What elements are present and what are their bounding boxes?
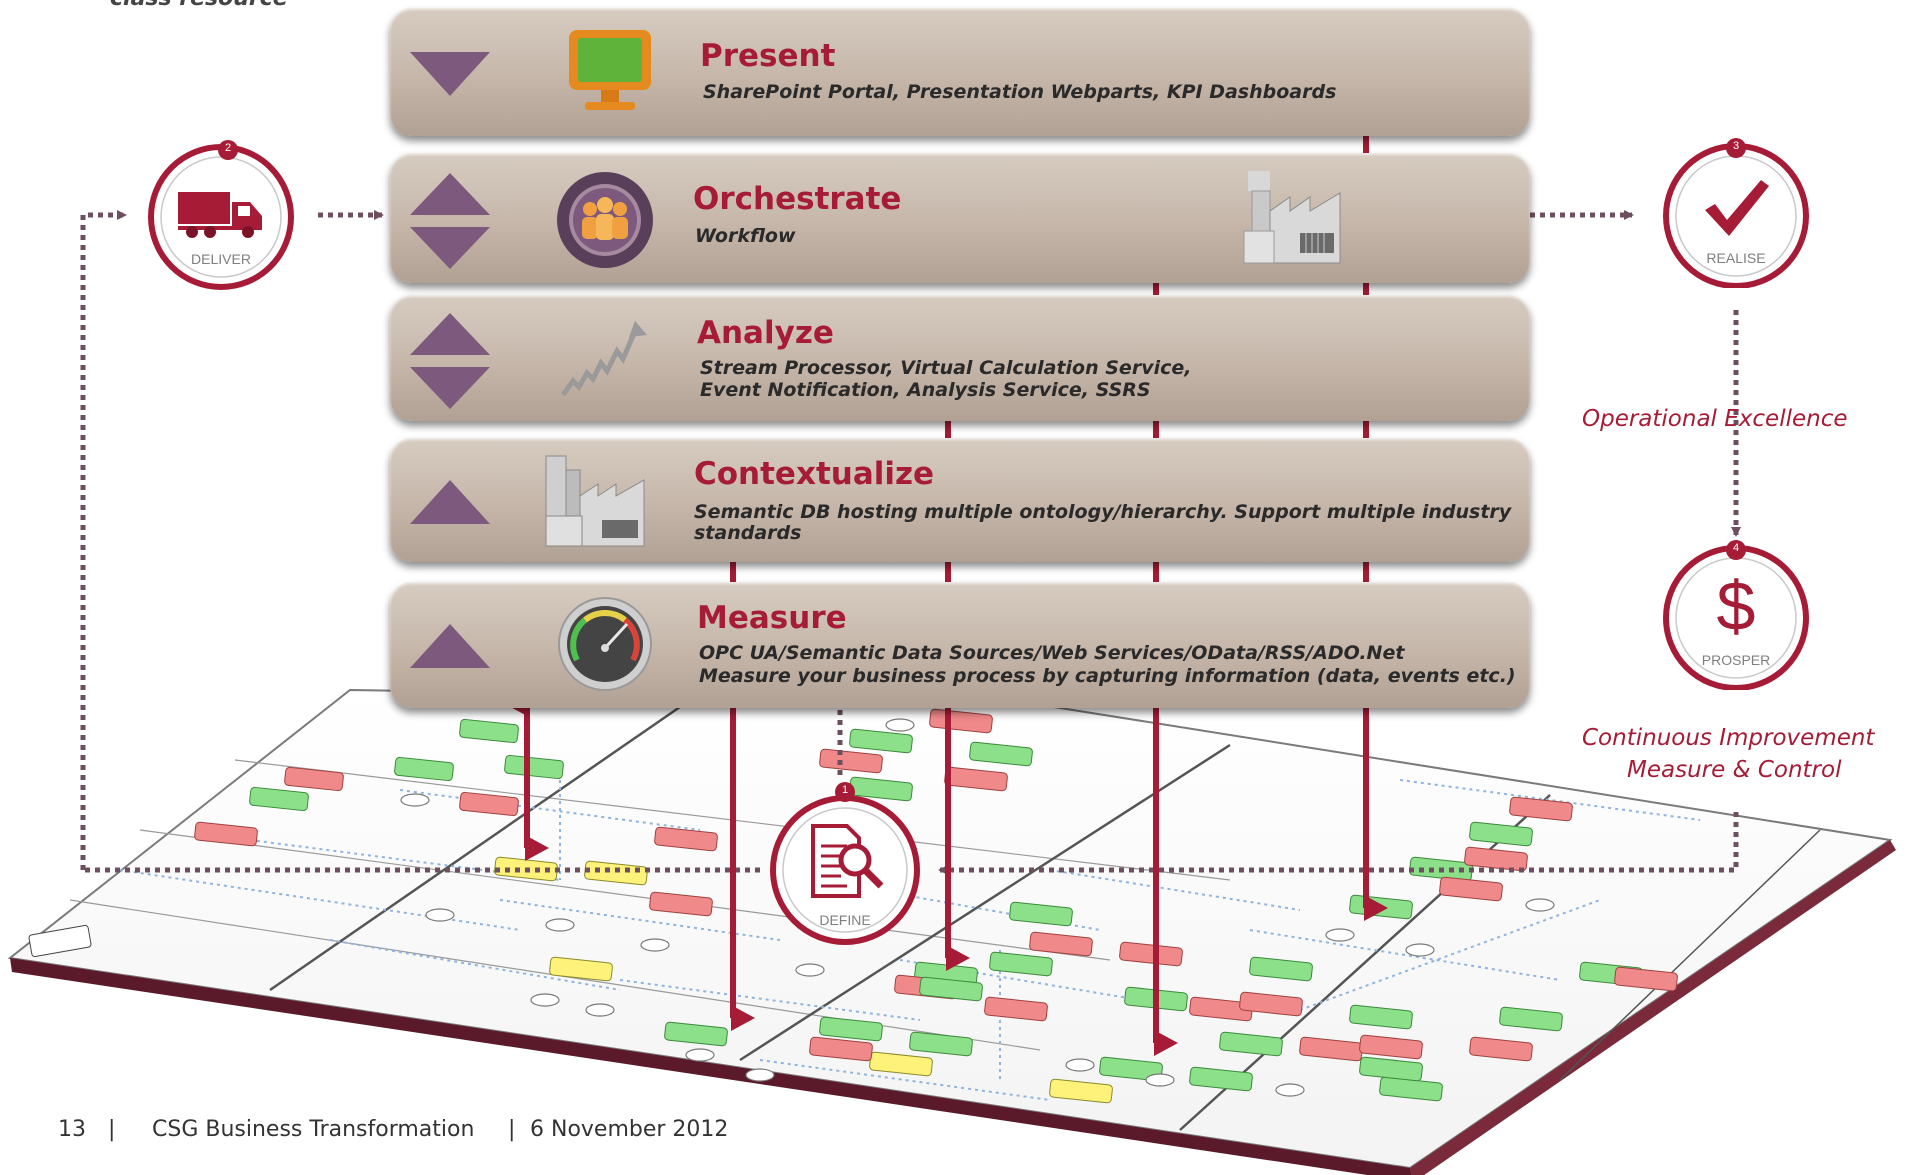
header-fragment: class resource — [110, 0, 288, 11]
people-cycle-icon — [557, 172, 653, 268]
footer-title: CSG Business Transformation — [152, 1117, 475, 1142]
layer-orchestrate: Orchestrate Workflow — [390, 153, 1530, 283]
up-arrow-icon — [410, 480, 490, 524]
measure-control-label: Measure & Control — [1627, 757, 1842, 783]
footer-date: 6 November 2012 — [530, 1117, 729, 1142]
stage-number: 2 — [224, 142, 232, 154]
layer-description-line: OPC UA/Semantic Data Sources/Web Service… — [699, 642, 1405, 664]
layer-title: Analyze — [697, 315, 834, 351]
gauge-icon — [558, 597, 652, 691]
trend-chart-icon — [560, 321, 647, 397]
document-search-icon — [811, 824, 884, 898]
operational-excellence-label: Operational Excellence — [1582, 406, 1848, 432]
continuous-improvement-label: Continuous Improvement — [1582, 725, 1875, 751]
layer-description-line: standards — [694, 522, 802, 544]
up-down-arrows-icon — [410, 313, 490, 409]
stage-realise: 3 REALISE — [1661, 138, 1811, 288]
layer-title: Contextualize — [694, 456, 935, 492]
footer-separator: | — [108, 1117, 116, 1142]
up-arrow-icon — [410, 624, 490, 668]
layer-description-line: Measure your business process by capturi… — [699, 665, 1516, 687]
stage-deliver: 2 DELIVER — [146, 140, 296, 290]
layer-description-line: Stream Processor, Virtual Calculation Se… — [700, 357, 1192, 379]
process-map-plane — [7, 688, 1896, 1175]
dollar-icon: $ — [1716, 567, 1756, 645]
stage-number: 3 — [1732, 140, 1740, 152]
layer-title: Orchestrate — [693, 181, 902, 217]
factory-icon — [545, 455, 645, 547]
footer-page-number: 13 — [58, 1117, 86, 1142]
stage-prosper: 4 $ PROSPER — [1661, 540, 1811, 690]
layer-description: SharePoint Portal, Presentation Webparts… — [703, 81, 1337, 103]
layer-title: Measure — [697, 600, 847, 636]
layer-description-line: Semantic DB hosting multiple ontology/hi… — [694, 501, 1512, 523]
truck-icon — [178, 192, 262, 238]
stage-label: PROSPER — [1701, 652, 1771, 668]
stage-label: REALISE — [1706, 250, 1766, 266]
layer-measure: Measure OPC UA/Semantic Data Sources/Web… — [390, 582, 1530, 708]
stage-define: 1 DEFINE — [765, 782, 925, 952]
stage-label: DELIVER — [191, 251, 251, 267]
layer-description: Workflow — [695, 225, 796, 247]
layer-analyze: Analyze Stream Processor, Virtual Calcul… — [390, 295, 1530, 421]
stage-label: DEFINE — [819, 912, 871, 928]
monitor-icon — [569, 30, 651, 110]
footer-separator: | — [508, 1117, 516, 1142]
down-arrow-icon — [410, 52, 490, 96]
layer-description-line: Event Notification, Analysis Service, SS… — [700, 379, 1151, 401]
layer-title: Present — [700, 38, 836, 74]
up-down-arrows-icon — [410, 173, 490, 269]
layer-present: Present SharePoint Portal, Presentation … — [390, 8, 1530, 136]
layer-contextualize: Contextualize Semantic DB hosting multip… — [390, 438, 1530, 562]
factory-icon — [1243, 171, 1341, 264]
checkmark-icon — [1705, 180, 1769, 236]
stage-number: 1 — [841, 784, 849, 796]
stage-number: 4 — [1732, 542, 1740, 554]
